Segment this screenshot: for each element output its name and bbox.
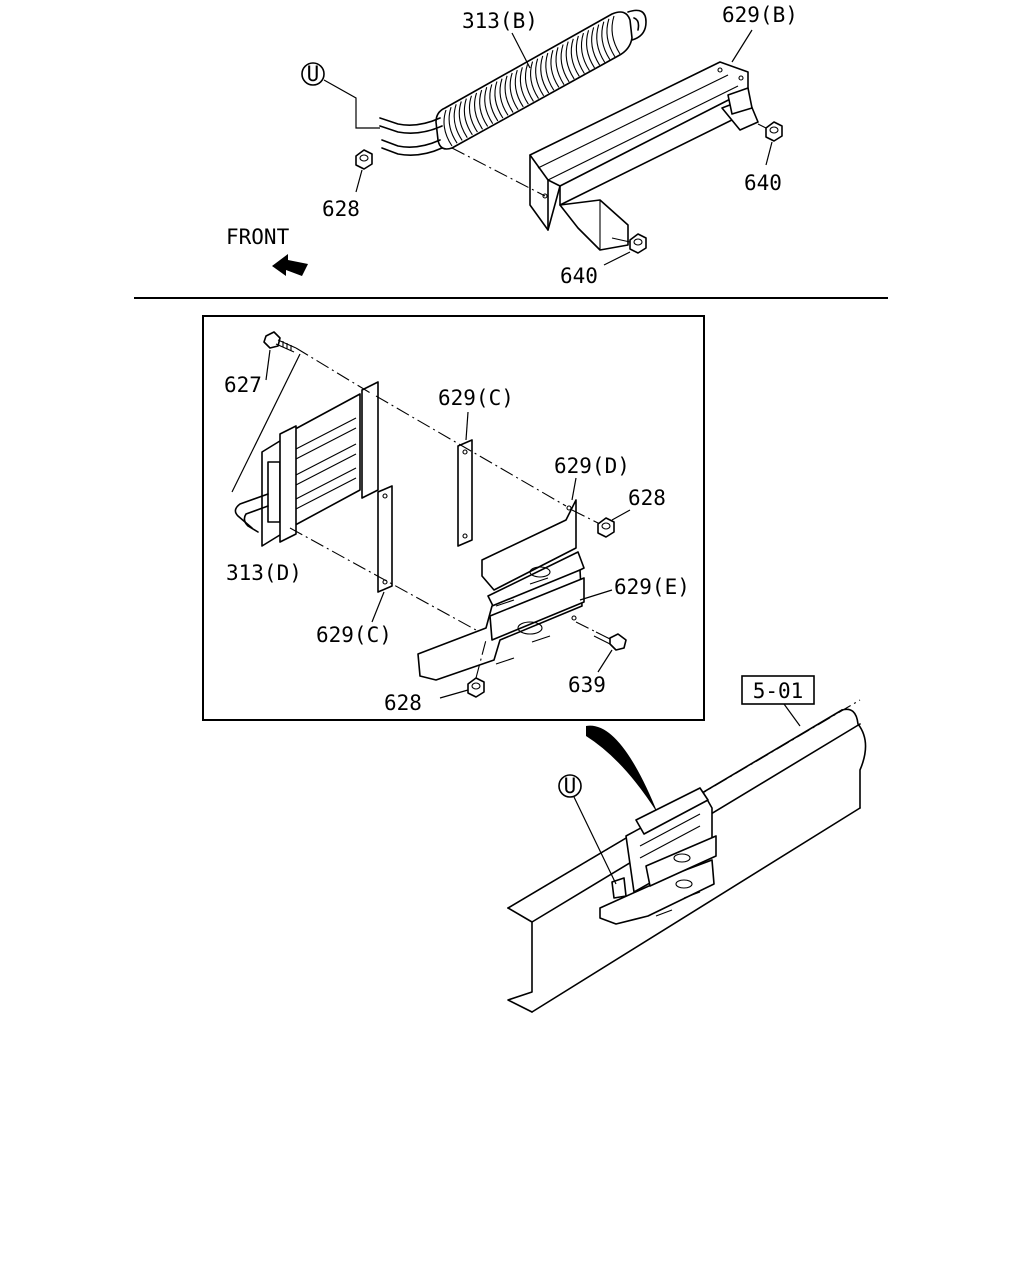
label-640-right: 640 [744, 171, 782, 195]
ref-box-5-01: 5-01 [741, 675, 815, 727]
label-313d: 313(D) [226, 561, 302, 585]
leader-628-top [355, 169, 363, 193]
ref-u-top-label: U [307, 62, 320, 86]
bracket-629b [529, 61, 759, 251]
coil-line [453, 104, 463, 141]
coil-line [606, 18, 616, 58]
coil-line [489, 84, 499, 122]
coil-line [458, 101, 468, 138]
bracket-629e [417, 569, 613, 681]
coil-line [570, 38, 580, 77]
ref-u-frame-label: U [564, 774, 577, 798]
label-639: 639 [568, 673, 606, 697]
coil-line [565, 41, 575, 80]
leader-313b [511, 32, 531, 69]
coil-line [555, 47, 565, 85]
coil-line [504, 75, 514, 113]
leader-629b [731, 29, 753, 63]
coil-line [596, 24, 606, 63]
coil-line [484, 87, 494, 124]
nut-628-detail-right [597, 509, 631, 538]
nut-640-bottom [611, 233, 647, 254]
coil-line [530, 61, 540, 99]
mini-assembly [599, 787, 717, 925]
label-629b: 629(B) [722, 3, 798, 27]
coil-line [591, 27, 601, 66]
nut-640-right [757, 121, 783, 142]
coil-line [474, 92, 484, 130]
coil-line [499, 78, 509, 116]
coil-line [611, 15, 621, 55]
coil-line [560, 44, 570, 83]
top-view: U 313(B) 629(B) 628 640 640 FRONT [226, 3, 798, 288]
coil-line [514, 69, 524, 108]
ref-u-frame: U [558, 774, 617, 885]
coil-line [448, 106, 458, 144]
detail-view: 627 629(C) 629(D) 628 313(D) 629(E) 629(… [202, 315, 705, 721]
label-629c-lower: 629(C) [316, 623, 392, 647]
coil-line [494, 81, 504, 119]
cooler-313b [379, 9, 647, 197]
label-629e: 629(E) [614, 575, 690, 599]
label-313b: 313(B) [462, 9, 538, 33]
label-629d: 629(D) [554, 454, 630, 478]
coil-line [575, 35, 585, 74]
coil-line [509, 72, 519, 111]
leader-640-right [765, 141, 773, 166]
nut-628-detail-bottom [439, 639, 487, 699]
coil-line [519, 67, 529, 105]
label-628-detail-right: 628 [628, 486, 666, 510]
front-label: FRONT [226, 225, 290, 249]
leader-640-bottom [603, 251, 631, 266]
ref-u-top: U [301, 62, 380, 129]
coil-line [468, 95, 478, 133]
front-direction-arrow-icon [272, 254, 308, 276]
coil-line [550, 50, 560, 88]
coil-line [601, 21, 611, 60]
bolt-639 [575, 621, 627, 673]
label-627: 627 [224, 373, 262, 397]
plate-629c-lower [371, 485, 393, 623]
coil-line [443, 109, 453, 147]
cooler-313d [234, 381, 379, 547]
coil-line [586, 30, 596, 69]
studs-detail [495, 577, 551, 665]
plate-629c-upper [457, 411, 473, 547]
coil-line [535, 58, 545, 97]
coil-line [580, 32, 590, 72]
ref-box-label: 5-01 [753, 679, 804, 703]
label-628-top: 628 [322, 197, 360, 221]
coil-line [545, 52, 555, 91]
coil-line [540, 55, 550, 94]
label-640-bottom: 640 [560, 264, 598, 288]
detail-frame [202, 315, 705, 721]
bolt-627 [263, 331, 297, 353]
coil-line [524, 64, 534, 102]
coil-line [463, 98, 473, 136]
nut-628-top [355, 149, 373, 170]
frame-view: 5-01 U [507, 675, 867, 1013]
callout-pointer [586, 725, 658, 814]
label-629c-upper: 629(C) [438, 386, 514, 410]
coil-line [479, 89, 489, 127]
label-628-detail-bottom: 628 [384, 691, 422, 715]
